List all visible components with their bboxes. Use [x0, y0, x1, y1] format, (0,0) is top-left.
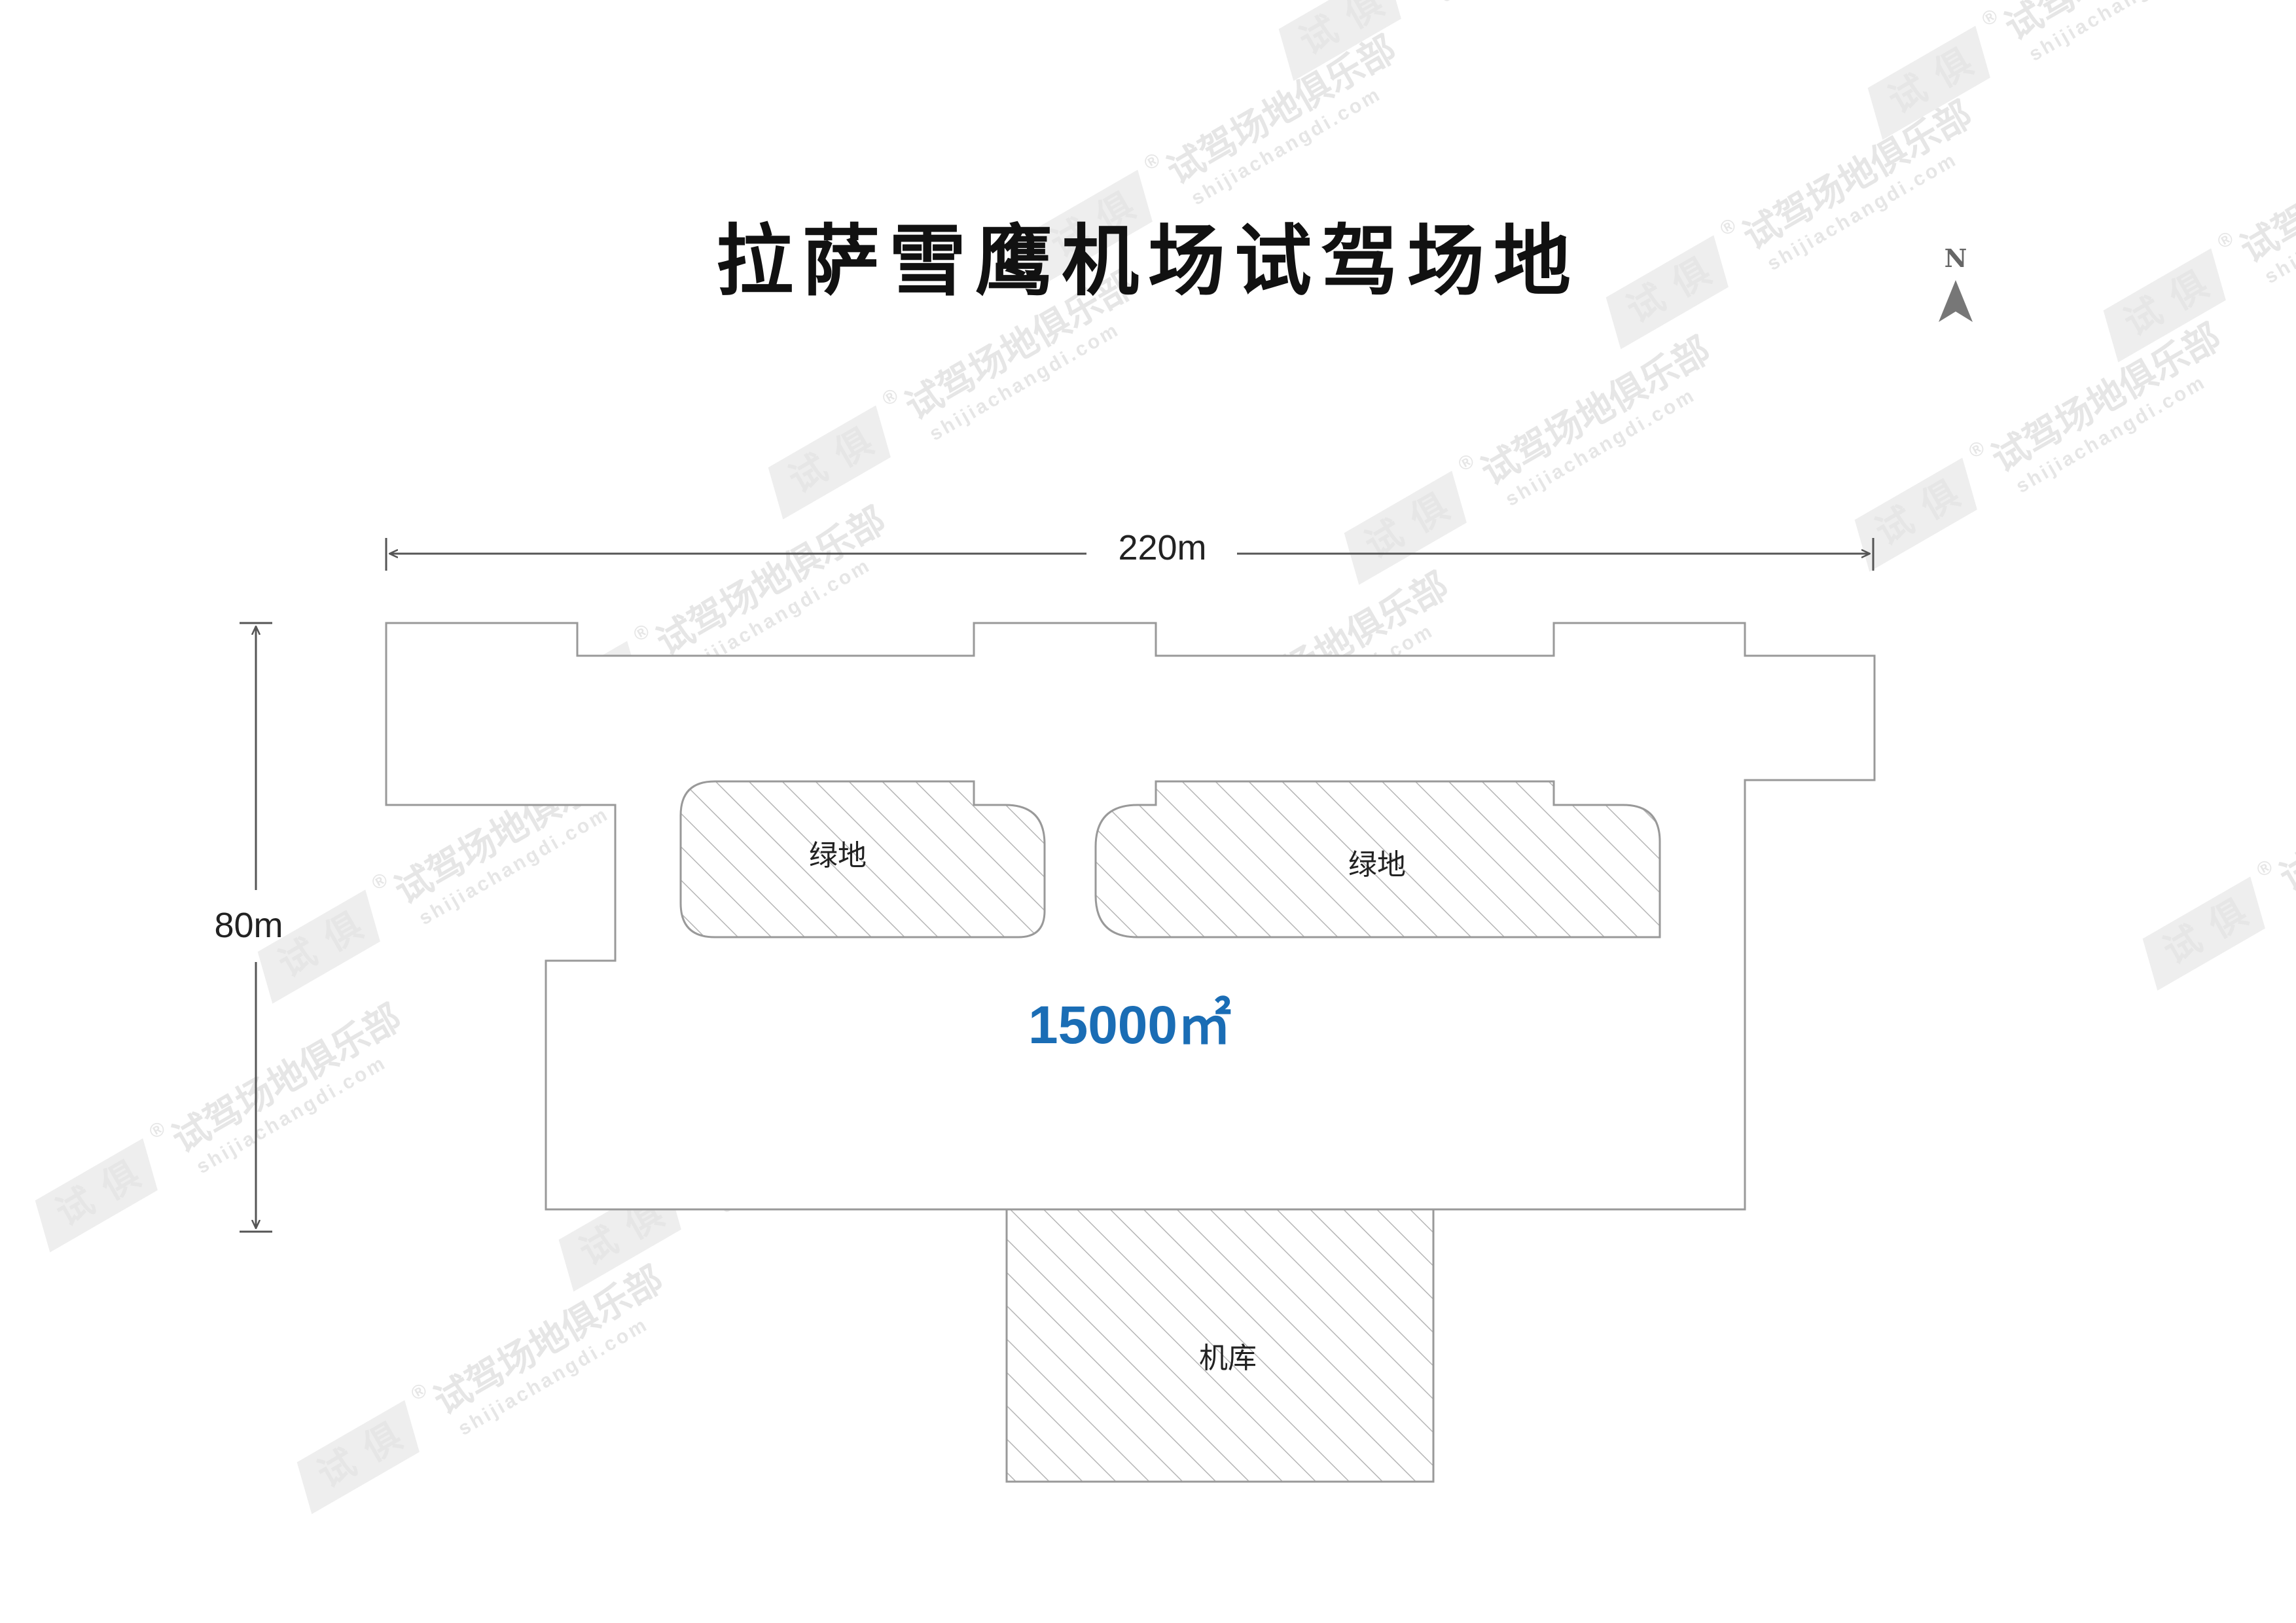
watermark-registered: ® [1140, 147, 1166, 175]
area-value: 15000㎡ [1028, 995, 1231, 1055]
north-label: N [1945, 243, 1967, 273]
watermark-registered: ® [407, 1378, 433, 1405]
watermark-registered: ® [2253, 854, 2278, 882]
height-dimension: 80m [214, 622, 283, 1233]
watermark-logo-icon [1854, 457, 1977, 572]
watermark-brand: 试驾场地俱乐部 [2272, 735, 2296, 900]
green-area-right [1094, 780, 1661, 938]
height-label: 80m [214, 906, 283, 945]
watermark-logo-icon [1278, 0, 1401, 81]
width-dimension: 220m [385, 528, 1874, 571]
watermark-logo-icon [1030, 169, 1153, 284]
watermark-registered: ® [1454, 448, 1480, 476]
watermark-logo-icon [1867, 26, 1990, 140]
watermark-registered: ® [1965, 435, 1990, 463]
north-arrow-icon [1939, 280, 1973, 322]
watermark-logo-icon [2103, 248, 2226, 363]
watermark-registered: ® [878, 383, 904, 410]
green-area-left [679, 780, 1046, 938]
watermark-logo-icon [296, 1400, 420, 1514]
watermark-logo-icon [1605, 235, 1729, 349]
green-area-left-label: 绿地 [809, 839, 867, 872]
hangar-label: 机库 [1199, 1342, 1257, 1375]
watermark-registered: ® [630, 618, 655, 646]
watermark-registered: ® [145, 1116, 171, 1143]
watermark-logo-icon [257, 889, 380, 1004]
page-title: 拉萨雪鹰机场试驾场地 [716, 216, 1580, 306]
watermark-registered: ® [1978, 3, 2003, 31]
watermark-registered: ® [1716, 213, 1742, 240]
watermark-logo-icon [1344, 471, 1467, 585]
watermark-logo-icon [2142, 876, 2265, 991]
watermark-brand: 试驾场地俱乐部 [2233, 107, 2296, 272]
watermark-registered: ® [368, 867, 393, 895]
watermark-logo-icon [768, 405, 891, 520]
green-area-right-label: 绿地 [1348, 848, 1406, 882]
north-arrow: N [1939, 243, 1973, 322]
watermark-url: shijiachangdi.com [1437, 0, 1634, 7]
watermark-registered: ® [2214, 226, 2239, 253]
hangar-area [1005, 1208, 1435, 1483]
width-label: 220m [1118, 528, 1206, 567]
watermark-logo-icon [35, 1138, 158, 1253]
